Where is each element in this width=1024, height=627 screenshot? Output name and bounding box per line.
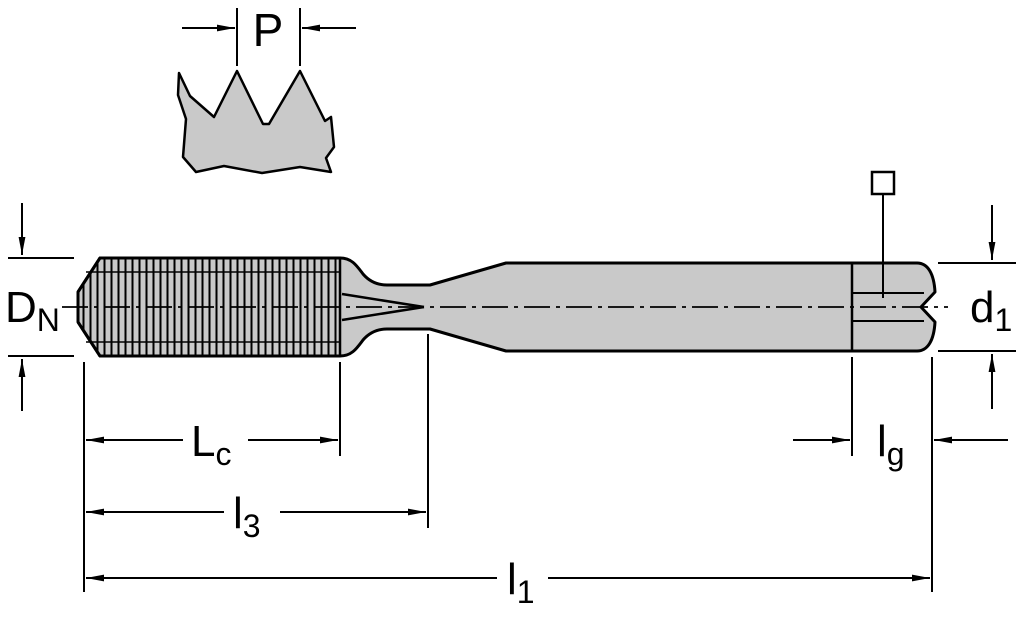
tap-side-view: [62, 170, 948, 358]
l1-label: l1: [507, 555, 535, 610]
d1-label: d1: [970, 283, 1012, 338]
dimension-nominal-diameter: DN: [5, 203, 74, 411]
pitch-label: P: [253, 4, 284, 56]
dimension-thread-length: Lc: [86, 417, 338, 472]
lg-label: lg: [877, 417, 905, 472]
dn-label: DN: [5, 283, 60, 338]
thread-profile-shape: [176, 69, 336, 175]
thread-profile-detail: P: [176, 4, 356, 175]
flute-runout-bottom: [341, 305, 425, 322]
dimension-overall-length: l1: [86, 555, 930, 610]
dimension-neck-length: l3: [86, 489, 426, 544]
length-extension-lines: [83, 334, 933, 592]
l3-label: l3: [233, 489, 261, 544]
dimension-square-length: lg: [793, 417, 1008, 472]
flute-runout-top: [341, 292, 425, 309]
dimension-shank-diameter: d1: [938, 205, 1016, 409]
square-drive-symbol-icon: [870, 170, 896, 196]
lc-label: Lc: [191, 417, 231, 472]
